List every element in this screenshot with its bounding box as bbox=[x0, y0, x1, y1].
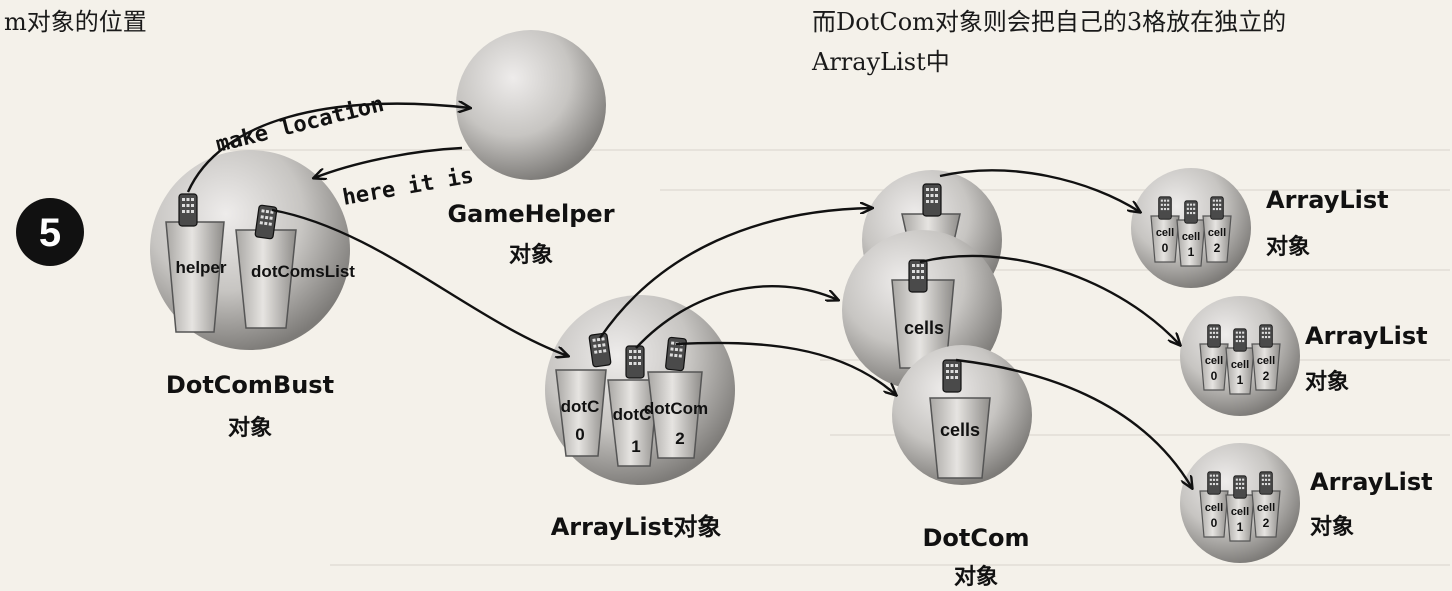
arraylist-cup-2-index: 2 bbox=[675, 429, 684, 448]
cell-cup bbox=[1225, 347, 1255, 395]
caption-top-left: m对象的位置 bbox=[4, 8, 147, 36]
caption-top-right-line1: 而DotCom对象则会把自己的3格放在独立的 bbox=[812, 8, 1286, 36]
cell-cups: cell 0 cell 1 cell 2 cell 0 cell 1 cell 2 cell 0 cell 1… bbox=[1150, 196, 1281, 542]
remote-icon bbox=[1210, 196, 1224, 220]
arrow-cells-2 bbox=[919, 254, 1180, 345]
cell-cup bbox=[1225, 494, 1255, 542]
cell-label: cell bbox=[1231, 359, 1249, 371]
dotcombust-cup-list: dotComsList bbox=[251, 262, 355, 281]
arraylist-cup-2-label: dotCom bbox=[644, 399, 708, 418]
cell-index: 0 bbox=[1162, 241, 1169, 255]
arrow-dotcom-0 bbox=[599, 208, 872, 339]
dotcom-object-bottom: cells bbox=[892, 345, 1032, 485]
gamehelper-name: GameHelper bbox=[447, 200, 614, 228]
cell-index: 2 bbox=[1263, 516, 1270, 530]
cell-index: 1 bbox=[1188, 245, 1195, 259]
cell-index: 2 bbox=[1263, 369, 1270, 383]
arraylist-2-name: ArrayList bbox=[1305, 322, 1428, 350]
arraylist-cup-1-index: 1 bbox=[631, 437, 640, 456]
arraylist-3-name: ArrayList bbox=[1310, 468, 1433, 496]
dotcom-kind: 对象 bbox=[954, 564, 998, 590]
cell-label: cell bbox=[1182, 231, 1200, 243]
dotcom-name: DotCom bbox=[923, 524, 1030, 552]
remote-icon bbox=[1259, 324, 1273, 348]
arraylist-main-object: dotC 0 dotC 1 dotCom 2 ArrayList对象 bbox=[545, 295, 735, 541]
arrow-dotcomslist-to-arraylist bbox=[271, 208, 568, 356]
cell-index: 1 bbox=[1237, 520, 1244, 534]
reference-arrows bbox=[186, 104, 1192, 488]
arraylist-cup-0-index: 0 bbox=[575, 425, 584, 444]
arrow-cells-3 bbox=[955, 358, 1192, 488]
arraylist-2-kind: 对象 bbox=[1305, 369, 1349, 395]
arraylist-1-name: ArrayList bbox=[1266, 186, 1389, 214]
remote-icon bbox=[1207, 471, 1221, 495]
cell-index: 1 bbox=[1237, 373, 1244, 387]
arraylist-cup-0-label: dotC bbox=[561, 397, 600, 416]
cell-label: cell bbox=[1257, 355, 1275, 367]
cell-cup bbox=[1176, 219, 1206, 267]
remote-icon bbox=[1233, 475, 1247, 499]
step-badge: 5 bbox=[16, 198, 84, 266]
step-number: 5 bbox=[39, 211, 61, 255]
cell-label: cell bbox=[1156, 227, 1174, 239]
arrow-dotcom-1 bbox=[635, 284, 838, 349]
dotcom-middle-cup-label: cells bbox=[904, 318, 944, 338]
arraylist-3-kind: 对象 bbox=[1310, 514, 1354, 540]
dotcombust-cup-helper: helper bbox=[175, 258, 226, 277]
label-make-location: make location bbox=[213, 92, 386, 158]
remote-icon bbox=[1233, 328, 1247, 352]
dotcombust-object: helper dotComsList DotComBust 对象 bbox=[150, 150, 355, 441]
remote-icon bbox=[1184, 200, 1198, 224]
dotcombust-kind: 对象 bbox=[228, 415, 272, 441]
caption-top-right-line2: ArrayList中 bbox=[811, 48, 950, 76]
remote-icon bbox=[1158, 196, 1172, 220]
cell-index: 2 bbox=[1214, 241, 1221, 255]
cell-label: cell bbox=[1205, 502, 1223, 514]
arraylist-1-kind: 对象 bbox=[1266, 234, 1310, 260]
dotcom-bottom-cup-label: cells bbox=[940, 420, 980, 440]
arrow-dotcom-2 bbox=[675, 341, 896, 395]
cell-cup bbox=[1251, 490, 1281, 538]
cell-index: 0 bbox=[1211, 369, 1218, 383]
remote-icon bbox=[1259, 471, 1273, 495]
cell-label: cell bbox=[1208, 227, 1226, 239]
arraylist-main-name: ArrayList对象 bbox=[551, 513, 722, 541]
cell-cup bbox=[1199, 490, 1229, 538]
arrow-here-it-is bbox=[314, 146, 463, 178]
arraylist-cup-1-label: dotC bbox=[613, 405, 652, 424]
arrow-cells-1 bbox=[939, 169, 1140, 212]
cell-cup bbox=[1251, 343, 1281, 391]
cell-cup bbox=[1150, 215, 1180, 263]
gamehelper-kind: 对象 bbox=[509, 242, 553, 268]
cell-label: cell bbox=[1257, 502, 1275, 514]
arrow-make-location bbox=[186, 104, 470, 193]
cell-label: cell bbox=[1205, 355, 1223, 367]
cell-cup bbox=[1202, 215, 1232, 263]
cell-cup bbox=[1199, 343, 1229, 391]
gamehelper-object: GameHelper 对象 bbox=[447, 30, 615, 268]
dotcombust-name: DotComBust bbox=[166, 371, 334, 399]
cell-index: 0 bbox=[1211, 516, 1218, 530]
remote-icon bbox=[1207, 324, 1221, 348]
cell-label: cell bbox=[1231, 506, 1249, 518]
